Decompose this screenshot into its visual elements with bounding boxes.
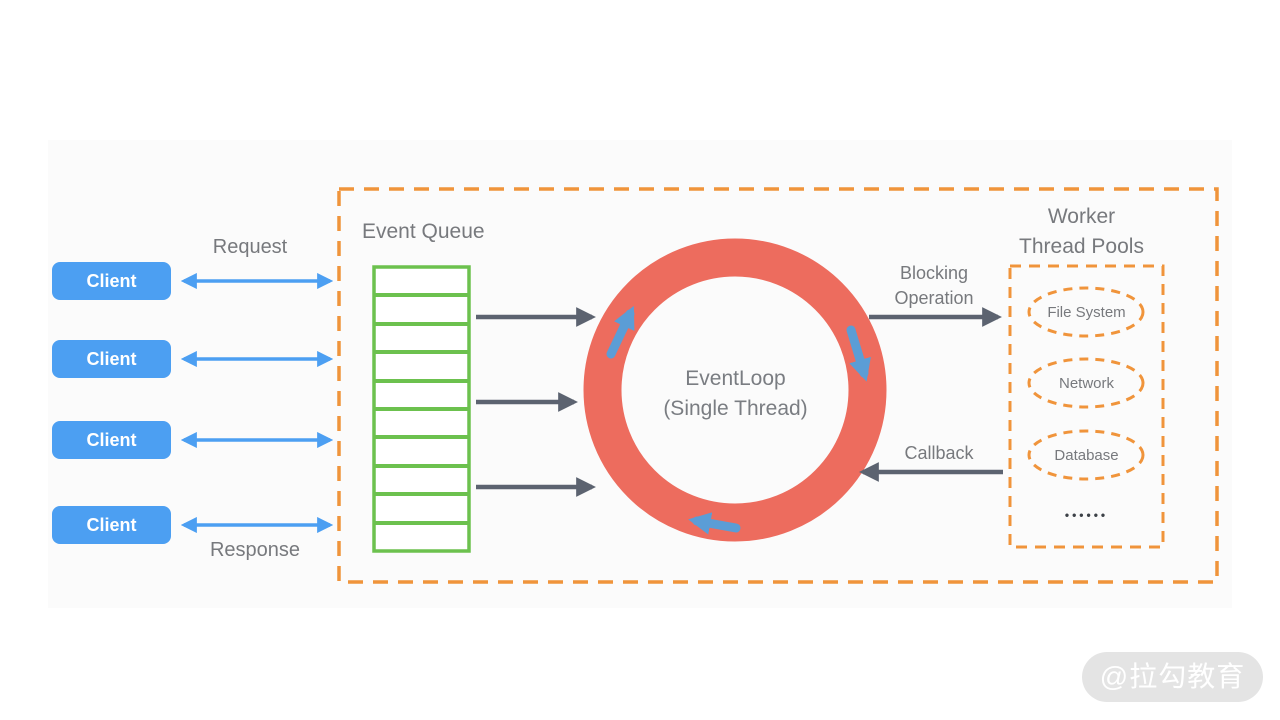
event-loop-label: EventLoop (Single Thread)	[635, 364, 836, 424]
watermark-badge: @拉勾教育	[1082, 652, 1263, 702]
event-loop-title: EventLoop	[685, 367, 786, 390]
network-ellipse	[1027, 357, 1145, 409]
worker-pools-title-line1: Worker	[1047, 205, 1116, 228]
database-ellipse	[1027, 429, 1145, 481]
response-label: Response	[209, 539, 301, 561]
pool-label-file-system: File System	[1047, 304, 1126, 321]
loop-rotation-arrows	[606, 305, 871, 535]
pool-label-network: Network	[1058, 375, 1114, 392]
event-queue-stack	[372, 265, 471, 553]
blocking-label-line1: Blocking	[899, 263, 969, 283]
event-queue-title: Event Queue	[362, 220, 485, 243]
file-system-ellipse	[1027, 286, 1145, 338]
blocking-label-line2: Operation	[894, 288, 974, 308]
request-label: Request	[212, 236, 288, 258]
client-box: Client	[52, 421, 171, 459]
client-box: Client	[52, 340, 171, 378]
client-request-response-arrows	[180, 272, 334, 534]
client-box: Client	[52, 262, 171, 300]
pool-label-database: Database	[1054, 447, 1119, 464]
queue-to-loop-arrows	[476, 307, 596, 497]
worker-pools-dashed-box	[1008, 264, 1165, 549]
event-loop-subtitle: (Single Thread)	[663, 397, 808, 420]
worker-pools-title-line2: Thread Pools	[1019, 235, 1144, 258]
client-box: Client	[52, 506, 171, 544]
event-loop-ring	[583, 238, 887, 542]
callback-label: Callback	[904, 443, 974, 463]
blocking-operation-label: Blocking Operation	[873, 261, 995, 311]
pool-more-dots: ••••••	[1064, 508, 1109, 522]
main-boundary-dashed-box	[337, 187, 1219, 584]
